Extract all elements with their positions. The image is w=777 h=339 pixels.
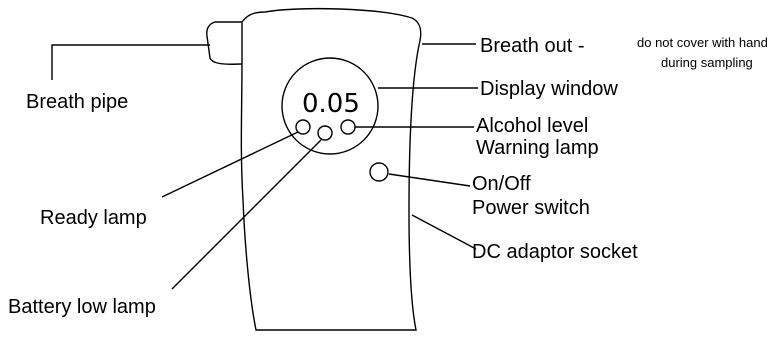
label-breath-out-note-1: do not cover with hand: [637, 35, 768, 50]
label-alcohol-level: Alcohol level: [476, 115, 588, 137]
label-breath-out-note-2: during sampling: [661, 55, 753, 70]
label-dc-adaptor-socket: DC adaptor socket: [472, 241, 638, 263]
label-warning-lamp: Warning lamp: [476, 137, 599, 159]
ready-lamp-leader: [161, 131, 299, 198]
power-switch-shape: [369, 162, 389, 182]
display-window-shape: [281, 57, 379, 155]
label-power-switch: Power switch: [472, 197, 590, 219]
device-body: [240, 7, 422, 331]
label-ready-lamp: Ready lamp: [40, 207, 147, 229]
label-display-window: Display window: [480, 78, 618, 100]
label-breath-pipe: Breath pipe: [26, 91, 128, 113]
label-on-off: On/Off: [472, 173, 531, 195]
power-switch-leader: [388, 173, 471, 187]
dc-socket-leader: [411, 214, 477, 250]
battery-low-lamp-leader: [171, 139, 322, 290]
battery-low-lamp-shape: [317, 125, 333, 141]
display-reading: 0.05: [302, 89, 360, 119]
label-battery-low-lamp: Battery low lamp: [8, 296, 156, 318]
ready-lamp-shape: [295, 119, 311, 135]
breath-pipe-shape: [206, 21, 243, 65]
alcohol-warning-lamp-shape: [340, 119, 356, 135]
label-breath-out: Breath out -: [480, 35, 585, 57]
breath-pipe-leader: [51, 44, 210, 80]
